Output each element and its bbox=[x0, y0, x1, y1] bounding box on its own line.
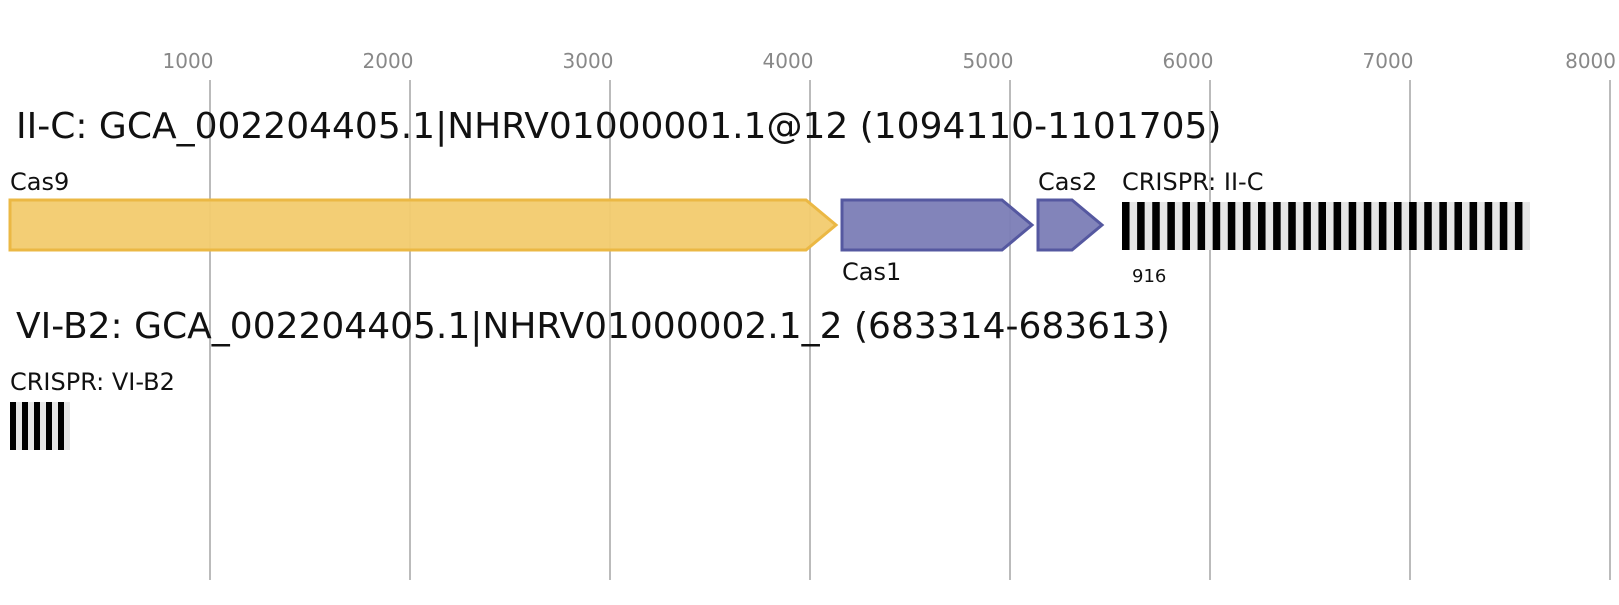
gene-arrow-cas2 bbox=[1036, 198, 1105, 252]
crispr-repeat bbox=[34, 402, 40, 450]
crispr-spacer bbox=[1326, 202, 1334, 250]
crispr-repeat bbox=[1469, 202, 1478, 250]
crispr-spacer bbox=[1235, 202, 1243, 250]
crispr-repeat bbox=[1499, 202, 1508, 250]
crispr-repeat bbox=[10, 402, 16, 450]
crispr-spacer bbox=[1522, 202, 1530, 250]
crispr-spacer bbox=[1295, 202, 1304, 250]
tick-label-1000: 1000 bbox=[163, 49, 214, 73]
crispr-repeat bbox=[1182, 202, 1190, 250]
crispr-spacer bbox=[1144, 202, 1153, 250]
crispr-spacer bbox=[1205, 202, 1213, 250]
tick-label-8000: 8000 bbox=[1565, 49, 1616, 73]
crispr-spacer bbox=[1341, 202, 1349, 250]
crispr-spacer bbox=[1190, 202, 1198, 250]
crispr-spacer bbox=[28, 402, 34, 450]
axis-grid bbox=[209, 80, 1611, 580]
crispr-spacer bbox=[1507, 202, 1515, 250]
gene-arrow-cas9 bbox=[8, 198, 839, 252]
crispr-repeat bbox=[1197, 202, 1206, 250]
crispr-spacer bbox=[1220, 202, 1228, 250]
crispr-repeat bbox=[1348, 202, 1357, 250]
crispr-repeat bbox=[1303, 202, 1311, 250]
crispr-spacer bbox=[1431, 202, 1440, 250]
crispr-label-ii-c: CRISPR: II-C bbox=[1122, 168, 1263, 196]
crispr-repeat bbox=[1484, 202, 1493, 250]
crispr-repeat bbox=[1363, 202, 1372, 250]
crispr-repeat bbox=[1394, 202, 1402, 250]
crispr-repeat bbox=[1514, 202, 1523, 250]
crispr-repeat bbox=[1318, 202, 1326, 250]
crispr-repeat bbox=[1378, 202, 1387, 250]
crispr-repeat bbox=[1227, 202, 1236, 250]
tick-label-6000: 6000 bbox=[1163, 49, 1214, 73]
crispr-spacer bbox=[40, 402, 46, 450]
crispr-spacer bbox=[1129, 202, 1138, 250]
crispr-repeat bbox=[22, 402, 28, 450]
crispr-spacer bbox=[1265, 202, 1274, 250]
crispr-repeat bbox=[1258, 202, 1266, 250]
crispr-repeat bbox=[1288, 202, 1296, 250]
axis-ticks: 1000 2000 3000 4000 5000 6000 7000 8000 bbox=[163, 49, 1616, 73]
tick-label-4000: 4000 bbox=[763, 49, 814, 73]
crispr-spacer bbox=[1280, 202, 1289, 250]
tick-label-7000: 7000 bbox=[1363, 49, 1414, 73]
locus-title-vi-b2: VI-B2: GCA_002204405.1|NHRV01000002.1_2 … bbox=[16, 306, 1170, 347]
gene-label-cas1: Cas1 bbox=[842, 258, 901, 286]
crispr-spacer bbox=[52, 402, 58, 450]
gene-arrow-cas1 bbox=[840, 198, 1035, 252]
gene-label-cas9: Cas9 bbox=[10, 168, 69, 196]
locus-title-ii-c: II-C: GCA_002204405.1|NHRV01000001.1@12 … bbox=[16, 106, 1221, 147]
crispr-repeat bbox=[1439, 202, 1447, 250]
crispr-spacer bbox=[1492, 202, 1500, 250]
crispr-spacer bbox=[1401, 202, 1410, 250]
crispr-repeat bbox=[1152, 202, 1160, 250]
locus-vi-b2: CRISPR: VI-B2 bbox=[10, 368, 175, 450]
crispr-spacer bbox=[64, 402, 70, 450]
crispr-spacer bbox=[1356, 202, 1364, 250]
gene-label-cas2: Cas2 bbox=[1038, 168, 1097, 196]
tick-label-2000: 2000 bbox=[363, 49, 414, 73]
crispr-spacer bbox=[1174, 202, 1183, 250]
crispr-repeat bbox=[1424, 202, 1432, 250]
crispr-spacer bbox=[16, 402, 22, 450]
crispr-repeat bbox=[1273, 202, 1281, 250]
crispr-spacer bbox=[1250, 202, 1258, 250]
crispr-spacer bbox=[1416, 202, 1425, 250]
crispr-repeat bbox=[1212, 202, 1221, 250]
crispr-repeat bbox=[58, 402, 64, 450]
crispr-repeat bbox=[1242, 202, 1251, 250]
tick-label-5000: 5000 bbox=[963, 49, 1014, 73]
crispr-repeat bbox=[1409, 202, 1417, 250]
tick-label-3000: 3000 bbox=[563, 49, 614, 73]
crispr-spacer bbox=[1310, 202, 1319, 250]
crispr-spacer bbox=[1446, 202, 1455, 250]
crispr-repeat bbox=[1333, 202, 1342, 250]
crispr-spacer bbox=[1477, 202, 1485, 250]
crispr-repeat bbox=[1454, 202, 1462, 250]
crispr-repeat bbox=[1137, 202, 1145, 250]
crispr-repeat bbox=[1122, 202, 1130, 250]
crispr-label-vi-b2: CRISPR: VI-B2 bbox=[10, 368, 175, 396]
crispr-spacer bbox=[1371, 202, 1379, 250]
crispr-count-ii-c: 916 bbox=[1132, 266, 1166, 287]
crispr-repeat bbox=[46, 402, 52, 450]
crispr-spacer bbox=[1386, 202, 1394, 250]
crispr-repeat bbox=[1167, 202, 1175, 250]
crispr-spacer bbox=[1159, 202, 1168, 250]
crispr-spacer bbox=[1462, 202, 1470, 250]
